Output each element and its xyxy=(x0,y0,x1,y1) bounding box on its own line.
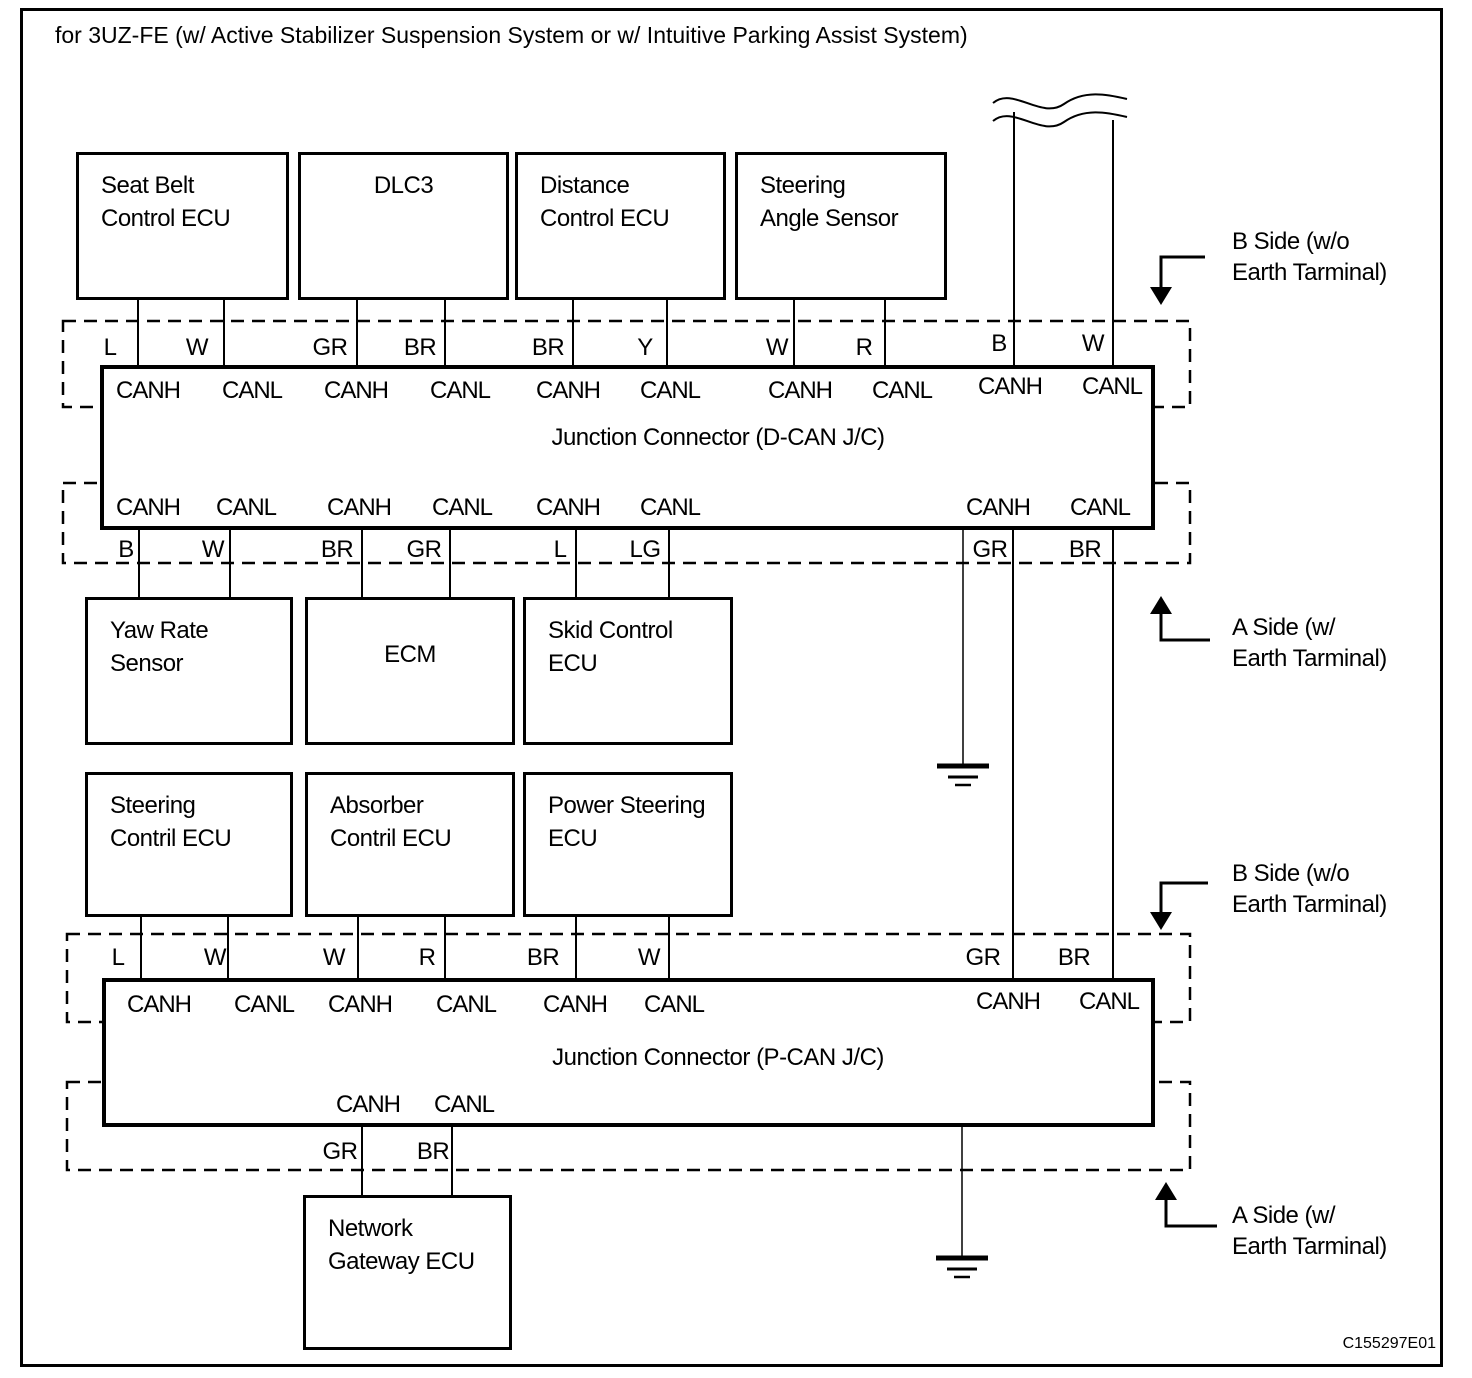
pin-label: CANH xyxy=(327,991,393,1018)
pin-label: CANH xyxy=(115,377,181,404)
ecu-box-network-gateway: Network Gateway ECU xyxy=(303,1195,512,1350)
wire-color-label: W xyxy=(322,944,346,971)
a-side-label: A Side (w/ Earth Tarminal) xyxy=(1232,1202,1387,1260)
junction-connector-dcan-label: Junction Connector (D-CAN J/C) xyxy=(551,424,885,451)
ecu-box-seat-belt: Seat Belt Control ECU xyxy=(76,152,289,300)
arrow-up-icon xyxy=(1155,1182,1217,1228)
ecu-box-yaw-rate-sensor: Yaw Rate Sensor xyxy=(85,597,293,745)
pin-label: CANH xyxy=(535,377,601,404)
wire-color-label: L xyxy=(553,536,567,563)
wire-color-label: W xyxy=(203,944,227,971)
wire-color-label: Y xyxy=(637,334,653,361)
ground-icon xyxy=(936,1255,988,1279)
ecu-box-absorber-control: Absorber Contril ECU xyxy=(305,772,515,917)
wire-color-label: W xyxy=(201,536,225,563)
a-side-label: A Side (w/ Earth Tarminal) xyxy=(1232,614,1387,672)
ecu-box-skid-control: Skid Control ECU xyxy=(523,597,733,745)
pin-label: CANH xyxy=(115,494,181,521)
wires-pcan-top xyxy=(140,917,670,978)
wire-color-label: GR xyxy=(322,1138,359,1165)
wire-color-label: B xyxy=(118,536,134,563)
pin-label: CANH xyxy=(977,373,1043,400)
ground-icon xyxy=(937,763,989,787)
arrow-up-icon xyxy=(1150,596,1210,642)
wires-pcan-bottom xyxy=(361,1127,453,1195)
wire-color-label: GR xyxy=(312,334,349,361)
pin-label: CANL xyxy=(643,991,705,1018)
wire-color-label: LG xyxy=(629,536,661,563)
b-side-label: B Side (w/o Earth Tarminal) xyxy=(1232,228,1387,286)
pin-label: CANL xyxy=(215,494,277,521)
wire-color-label: R xyxy=(418,944,436,971)
wire-color-label: L xyxy=(103,334,117,361)
wire-color-label: BR xyxy=(531,334,565,361)
pin-label: CANL xyxy=(871,377,933,404)
ecu-box-dlc3: DLC3 xyxy=(298,152,509,300)
wire-color-label: R xyxy=(855,334,873,361)
pin-label: CANL xyxy=(1069,494,1131,521)
pin-label: CANL xyxy=(1081,373,1143,400)
diagram-title: for 3UZ-FE (w/ Active Stabilizer Suspens… xyxy=(55,22,968,48)
ecu-box-steering-control: Steering Contril ECU xyxy=(85,772,293,917)
wire-color-label: GR xyxy=(406,536,443,563)
b-side-label: B Side (w/o Earth Tarminal) xyxy=(1232,860,1387,918)
dashed-region-pcan-a-side xyxy=(65,1080,1192,1172)
pin-label: CANL xyxy=(1078,988,1140,1015)
ecu-box-ecm: ECM xyxy=(305,597,515,745)
wire-color-label: B xyxy=(991,330,1007,357)
wire-break-icon xyxy=(992,93,1128,128)
pin-label: CANH xyxy=(323,377,389,404)
pin-label: CANH xyxy=(535,494,601,521)
wire-color-label: W xyxy=(637,944,661,971)
wire-color-label: BR xyxy=(416,1138,450,1165)
pin-label: CANH xyxy=(326,494,392,521)
pin-label: CANL xyxy=(431,494,493,521)
pin-label: CANH xyxy=(965,494,1031,521)
pin-label: CANH xyxy=(767,377,833,404)
wires-middle xyxy=(138,530,1114,978)
ecu-box-steering-angle-sensor: Steering Angle Sensor xyxy=(735,152,947,300)
junction-connector-pcan xyxy=(102,978,1155,1127)
ecu-box-distance-control: Distance Control ECU xyxy=(515,152,726,300)
pin-label: CANL xyxy=(435,991,497,1018)
wire-color-label: W xyxy=(185,334,209,361)
pin-label: CANL xyxy=(221,377,283,404)
wire-color-label: BR xyxy=(320,536,354,563)
figure-code: C155297E01 xyxy=(1342,1335,1436,1352)
wire-color-label: BR xyxy=(1068,536,1102,563)
pin-label: CANH xyxy=(975,988,1041,1015)
dashed-region-dcan-a-side xyxy=(61,481,1192,565)
wire-color-label: BR xyxy=(403,334,437,361)
pin-label: CANL xyxy=(233,991,295,1018)
wire-color-label: W xyxy=(765,334,789,361)
wires-top xyxy=(137,112,1114,365)
wire-color-label: L xyxy=(111,944,125,971)
pin-label: CANL xyxy=(639,494,701,521)
wire-color-label: GR xyxy=(965,944,1002,971)
wire-color-label: BR xyxy=(1057,944,1091,971)
pin-label: CANL xyxy=(429,377,491,404)
wire-color-label: W xyxy=(1081,330,1105,357)
pin-label: CANH xyxy=(335,1091,401,1118)
pin-label: CANH xyxy=(126,991,192,1018)
wire-color-label: GR xyxy=(972,536,1009,563)
arrow-down-icon xyxy=(1150,881,1208,930)
diagram-border xyxy=(20,8,1443,1367)
pin-label: CANL xyxy=(433,1091,495,1118)
pin-label: CANH xyxy=(542,991,608,1018)
junction-connector-pcan-label: Junction Connector (P-CAN J/C) xyxy=(552,1044,884,1071)
pin-label: CANL xyxy=(639,377,701,404)
ecu-box-power-steering: Power Steering ECU xyxy=(523,772,733,917)
junction-connector-dcan xyxy=(100,365,1155,530)
arrow-down-icon xyxy=(1150,255,1205,305)
wire-color-label: BR xyxy=(526,944,560,971)
